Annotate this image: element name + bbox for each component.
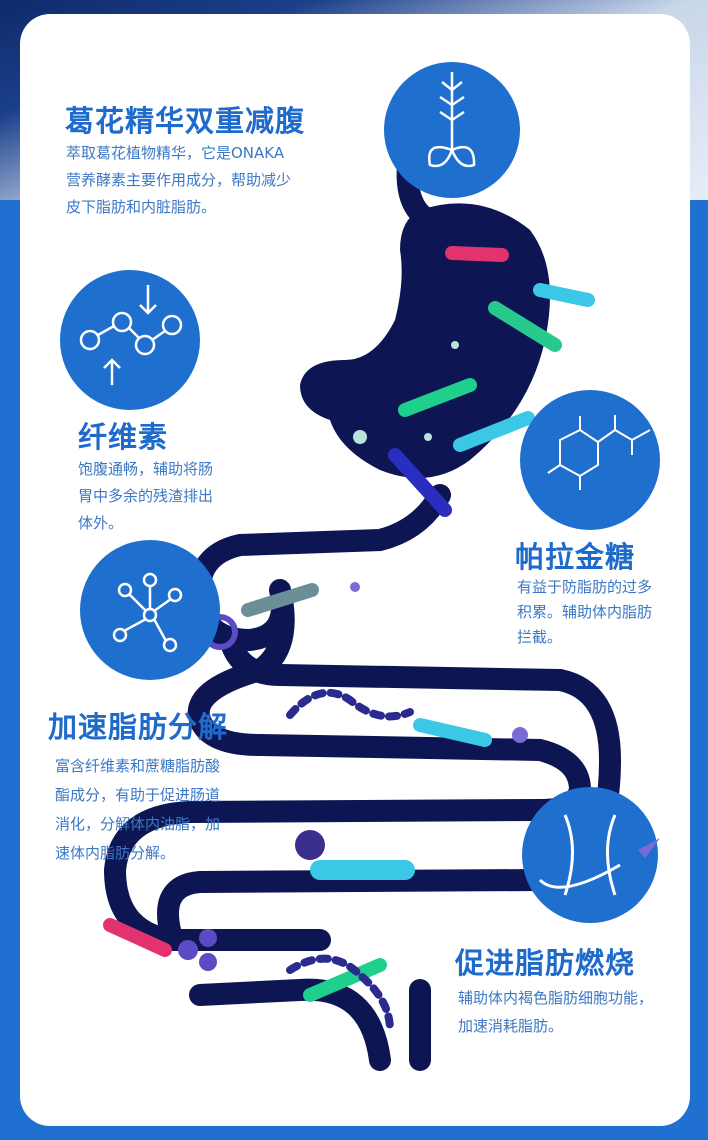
stomach bbox=[300, 203, 550, 479]
network-icon bbox=[80, 540, 220, 680]
section-body: 饱腹通畅，辅助将肠 胃中多余的残渣排出 体外。 bbox=[78, 460, 214, 532]
section-title: 纤维素 bbox=[78, 420, 169, 454]
particles bbox=[178, 341, 528, 971]
section-title: 葛花精华双重减腹 bbox=[65, 104, 306, 138]
section-body: 富含纤维素和蔗糖脂肪酸 酯成分，有助于促进肠道 消化，分解体内油脂，加 速体内脂… bbox=[55, 757, 221, 862]
bacteria bbox=[103, 246, 595, 1002]
section-body: 辅助体内褐色脂肪细胞功能， 加速消耗脂肪。 bbox=[458, 989, 654, 1035]
dotted-wave bbox=[286, 688, 414, 721]
section-body: 萃取葛花植物精华，它是ONAKA 营养酵素主要作用成分，帮助减少 皮下脂肪和内脏… bbox=[66, 144, 292, 216]
wheat-icon bbox=[384, 62, 520, 198]
dotted-wave-2 bbox=[286, 954, 394, 1034]
section-body: 有益于防脂肪的过多 积累。辅助体内脂肪 拦截。 bbox=[517, 578, 653, 646]
waist-icon bbox=[522, 787, 660, 923]
fiber-molecule-icon bbox=[60, 270, 200, 410]
section-title: 帕拉金糖 bbox=[515, 540, 636, 574]
section-title: 加速脂肪分解 bbox=[48, 710, 229, 744]
section-title: 促进脂肪燃烧 bbox=[455, 946, 636, 980]
glucose-structure-icon bbox=[520, 390, 660, 530]
